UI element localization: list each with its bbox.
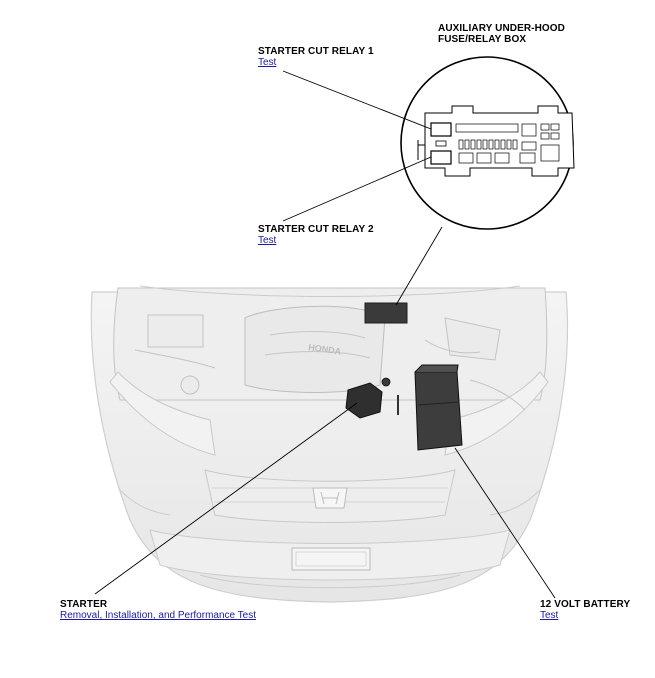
aux-fuse-box-title-line1: AUXILIARY UNDER-HOOD [438,23,566,34]
leader-lines [94,70,556,599]
relay-1-test-link[interactable]: Test [258,57,277,68]
relay-2-callout: STARTER CUT RELAY 2 Test [258,224,374,246]
engine-bay-details [134,314,526,411]
relay-2-test-link[interactable]: Test [258,235,277,246]
relay-1-callout: STARTER CUT RELAY 1 Test [258,46,374,68]
leader-fuse-box [395,226,443,306]
fuse-box-detail-circle [400,56,575,230]
engine-cover: HONDA [244,305,386,393]
starter-location [345,377,399,419]
starter-cut-relay-2-position [430,150,452,165]
aux-fuse-box-title-line2: FUSE/RELAY BOX [438,34,527,45]
starter-title: STARTER [60,599,108,610]
battery-callout: 12 VOLT BATTERY Test [540,599,630,621]
fuse-box-location [364,302,408,324]
leader-relay-1 [282,70,432,130]
relay-2-title: STARTER CUT RELAY 2 [258,224,374,235]
relay-1-title: STARTER CUT RELAY 1 [258,46,374,57]
leader-starter [94,402,358,595]
leader-battery [454,447,556,599]
engine-cover-emblem: HONDA [308,342,343,357]
aux-fuse-box-callout: AUXILIARY UNDER-HOOD FUSE/RELAY BOX [438,23,565,45]
leader-relay-2 [282,156,432,222]
starter-cut-relay-1-position [430,122,452,137]
starter-callout: STARTER Removal, Installation, and Perfo… [60,599,256,621]
starter-test-link[interactable]: Removal, Installation, and Performance T… [60,610,257,621]
battery-title: 12 VOLT BATTERY [540,599,631,610]
battery-test-link[interactable]: Test [540,610,559,621]
battery-location [414,364,463,451]
